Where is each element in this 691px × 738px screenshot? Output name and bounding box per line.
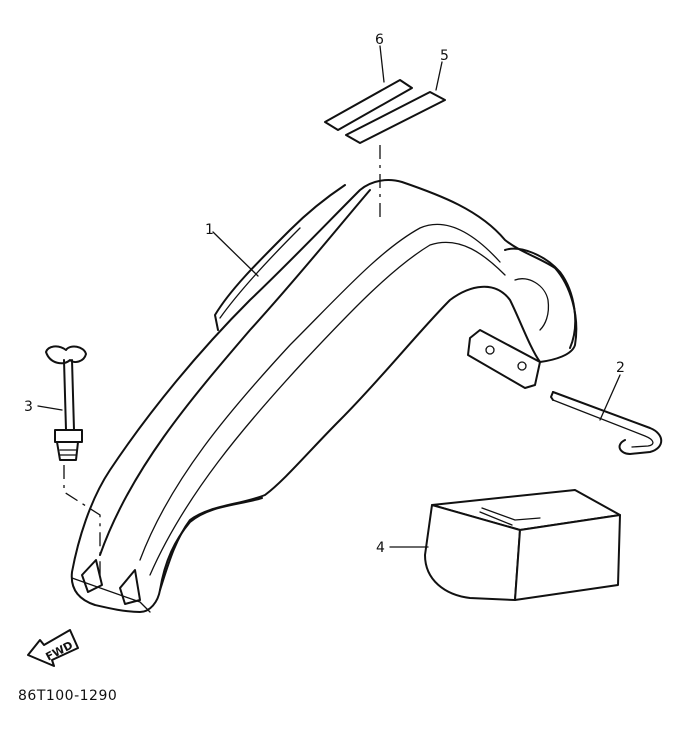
fender-inner-line	[139, 223, 501, 561]
leader-1	[212, 231, 259, 277]
wing-bolt-part-3	[45, 345, 87, 461]
callout-6: 6	[375, 32, 384, 48]
callout-1: 1	[205, 222, 214, 238]
callout-5: 5	[440, 48, 449, 64]
rod-outline-inner	[552, 399, 654, 448]
box-top-ridge	[481, 507, 541, 521]
alignment-line-bolt	[63, 465, 101, 580]
fender-front-arch	[159, 497, 263, 591]
callout-4: 4	[376, 540, 385, 556]
diagram-code: 86T100-1290	[18, 688, 117, 704]
fender-front-tab-right	[119, 569, 141, 605]
bracket-hole-1	[485, 345, 495, 355]
fender-inner-line-2	[149, 241, 506, 576]
rod-part-2	[550, 391, 663, 455]
callout-2: 2	[616, 360, 625, 376]
decal-5	[345, 91, 446, 144]
fwd-arrow-icon: FWD	[27, 629, 79, 667]
box-front-face	[424, 504, 521, 601]
fender-rear-bracket	[467, 329, 541, 389]
wing-bolt-washer	[54, 429, 83, 443]
rod-outline	[552, 391, 663, 455]
leader-5	[435, 61, 443, 91]
box-part-4	[424, 489, 621, 601]
fender-front-tab-left	[81, 559, 103, 593]
leader-2	[599, 374, 621, 421]
wing-bolt-thread	[59, 449, 77, 456]
box-side-face	[514, 514, 621, 601]
callout-3: 3	[24, 399, 33, 415]
fender-part-1	[70, 179, 578, 613]
wing-bolt-shaft	[63, 359, 75, 431]
bracket-hole-2	[517, 361, 527, 371]
wing-bolt-head	[45, 345, 87, 365]
box-top-ridge-2	[479, 511, 513, 526]
fwd-arrow-shape	[27, 629, 79, 667]
fender-crown-line	[99, 189, 371, 556]
wing-bolt-nut	[56, 441, 79, 461]
leader-6	[379, 45, 385, 83]
decal-parts-5-6	[324, 79, 446, 144]
rod-end	[550, 391, 554, 401]
fender-rear-cutout	[514, 278, 550, 331]
fender-side-flange	[214, 184, 346, 331]
fender-rear-end	[504, 247, 577, 349]
leader-3	[37, 405, 63, 411]
fender-front-base	[71, 577, 151, 613]
decal-6	[324, 79, 413, 131]
